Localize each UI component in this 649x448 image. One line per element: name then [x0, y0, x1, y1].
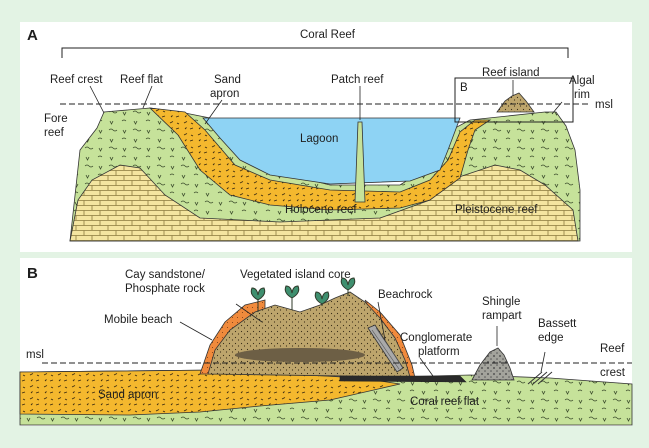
- label-reef-crest: Reef crest: [50, 74, 103, 86]
- panel-b-letter: B: [27, 265, 38, 282]
- label-mobile-beach: Mobile beach: [104, 314, 172, 326]
- label-sand-apron-line2: apron: [210, 88, 239, 100]
- label-bassett-line2: edge: [538, 332, 564, 344]
- shingle-rampart-mound: [471, 347, 515, 381]
- label-sand-apron-line1: Sand: [214, 74, 241, 86]
- label-conglomerate-line2: platform: [418, 346, 460, 358]
- mobile-beach-leader: [179, 321, 213, 341]
- label-conglomerate-line1: Conglomerate: [400, 332, 472, 344]
- coral-reef-title: Coral Reef: [300, 29, 356, 41]
- reef-island-mound: [496, 92, 535, 113]
- bassett-leader: [540, 351, 546, 373]
- label-lagoon: Lagoon: [300, 133, 338, 145]
- label-shingle-line1: Shingle: [482, 296, 520, 308]
- label-cay-line1: Cay sandstone/: [125, 269, 206, 281]
- algal-rim-leader: [551, 101, 563, 115]
- beachrock-leader: [377, 301, 386, 341]
- label-reef-flat: Reef flat: [120, 74, 164, 86]
- label-fore-reef-line1: Fore: [44, 113, 68, 125]
- label-algal-rim-line1: Algal: [569, 75, 595, 87]
- label-msl-a: msl: [595, 99, 613, 111]
- label-bassett-line1: Bassett: [538, 318, 577, 330]
- label-pleistocene-reef: Pleistocene reef: [455, 204, 538, 216]
- coral-reef-extent-bracket: [61, 47, 569, 58]
- label-fore-reef-line2: reef: [44, 127, 65, 139]
- label-reef-crest-b-line2: crest: [600, 367, 626, 379]
- label-shingle-line2: rampart: [482, 310, 522, 322]
- label-sand-apron-b: Sand apron: [98, 389, 157, 401]
- panel-b-inset-box: [454, 77, 574, 123]
- label-beachrock: Beachrock: [378, 289, 433, 301]
- label-algal-rim-line2: rim: [574, 89, 590, 101]
- sand-apron-leader: [204, 99, 223, 125]
- panel-a-letter: A: [27, 27, 38, 44]
- reef-crest-leader: [89, 85, 105, 114]
- lagoon-water: [202, 117, 461, 185]
- label-cay-line2: Phosphate rock: [125, 283, 205, 295]
- cay-leader: [235, 303, 263, 323]
- conglomerate-leader: [419, 357, 434, 377]
- label-holocene-reef: Holocene reef: [285, 204, 357, 216]
- bassett-edge-marks: [527, 371, 553, 385]
- label-inset-b: B: [460, 82, 468, 94]
- conglomerate-platform: [339, 375, 467, 383]
- label-reef-crest-b-line1: Reef: [600, 343, 625, 355]
- label-coral-reef-flat: Coral reef flat: [410, 396, 480, 408]
- vegetation-group: [250, 277, 356, 312]
- label-reef-island: Reef island: [482, 67, 540, 79]
- reef-flat-leader: [142, 85, 153, 109]
- sand-apron-layer: [148, 107, 492, 211]
- label-patch-reef: Patch reef: [331, 74, 384, 86]
- phosphate-rock-lens: [235, 348, 365, 362]
- label-vegetated-core: Vegetated island core: [240, 269, 351, 281]
- label-msl-b: msl: [26, 349, 44, 361]
- patch-reef-pillar: [354, 121, 366, 203]
